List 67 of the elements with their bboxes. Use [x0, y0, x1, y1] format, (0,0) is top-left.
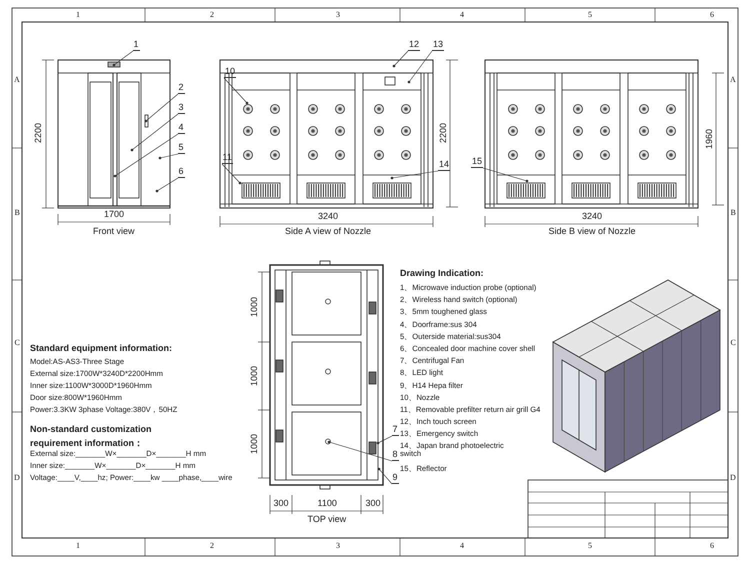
leader-line	[390, 170, 438, 180]
callout-number: 15	[471, 157, 484, 168]
dimension-value: 1000	[250, 434, 260, 454]
grid-reference: 5	[588, 542, 592, 550]
dimension-value: 1000	[250, 366, 260, 386]
grid-reference: D	[730, 474, 736, 482]
leader-line	[114, 134, 178, 178]
dimension-value: 1000	[250, 296, 260, 317]
list-heading: Drawing Indication:	[400, 269, 484, 279]
leader-line	[408, 50, 432, 84]
grid-reference: A	[14, 76, 20, 84]
callout-number: 7	[392, 425, 399, 436]
view-title: Side A view of Nozzle	[285, 227, 372, 237]
info-heading: Non-standard customization requirement information：	[30, 423, 153, 450]
callout-number: 2	[178, 83, 185, 94]
grid-reference: 2	[210, 542, 214, 550]
callout-number: 3	[178, 103, 185, 114]
callout-number: 14	[438, 160, 450, 171]
callout-number: 12	[408, 40, 420, 51]
grid-reference: 4	[460, 542, 464, 550]
grid-reference: C	[730, 338, 736, 348]
callout-number: 6	[178, 167, 185, 178]
grid-reference: C	[14, 338, 20, 348]
leader-line	[328, 440, 392, 462]
dimension-value: 1100	[318, 499, 337, 509]
dimension-value: 300	[366, 499, 381, 509]
leader-line	[144, 94, 178, 122]
leader-line	[130, 114, 178, 152]
grid-reference: A	[730, 76, 736, 84]
dimension-value: 1960	[705, 128, 715, 149]
grid-reference: 6	[710, 10, 714, 20]
dimension-value: 2200	[439, 122, 449, 143]
grid-reference: 3	[336, 542, 340, 550]
grid-reference: 2	[210, 10, 214, 20]
view-title: Front view	[93, 227, 135, 237]
grid-reference: B	[730, 208, 736, 218]
leader-line	[158, 154, 178, 160]
grid-reference: 3	[336, 10, 340, 20]
leader-line	[222, 164, 242, 184]
dimension-value: 300	[274, 499, 289, 509]
view-title: TOP view	[308, 515, 346, 525]
grid-reference: 4	[460, 10, 464, 20]
leader-line	[156, 178, 178, 192]
grid-reference: D	[14, 474, 20, 482]
leader-line	[376, 436, 392, 444]
grid-reference: 5	[588, 10, 592, 20]
dimension-value: 2200	[34, 122, 44, 143]
grid-reference: 1	[76, 542, 80, 550]
callout-number: 1	[132, 40, 140, 51]
leader-line	[112, 50, 134, 66]
dimension-value: 1700	[104, 210, 124, 220]
callout-number: 4	[178, 123, 185, 134]
grid-reference: B	[14, 208, 20, 218]
callout-number: 9	[392, 473, 399, 484]
grid-reference: 1	[76, 10, 80, 20]
info-heading: Standard equipment information:	[30, 344, 172, 354]
callout-number: 8	[392, 450, 399, 461]
callout-number: 5	[178, 143, 185, 154]
leader-line	[378, 468, 392, 484]
leader-line	[392, 50, 408, 68]
callout-number: 13	[432, 40, 444, 51]
dimension-value: 3240	[582, 212, 602, 222]
dimension-value: 3240	[318, 212, 338, 222]
leader-line	[224, 78, 248, 104]
grid-reference: 6	[710, 542, 714, 550]
view-title: Side B view of Nozzle	[548, 227, 636, 237]
leader-line	[482, 168, 528, 182]
